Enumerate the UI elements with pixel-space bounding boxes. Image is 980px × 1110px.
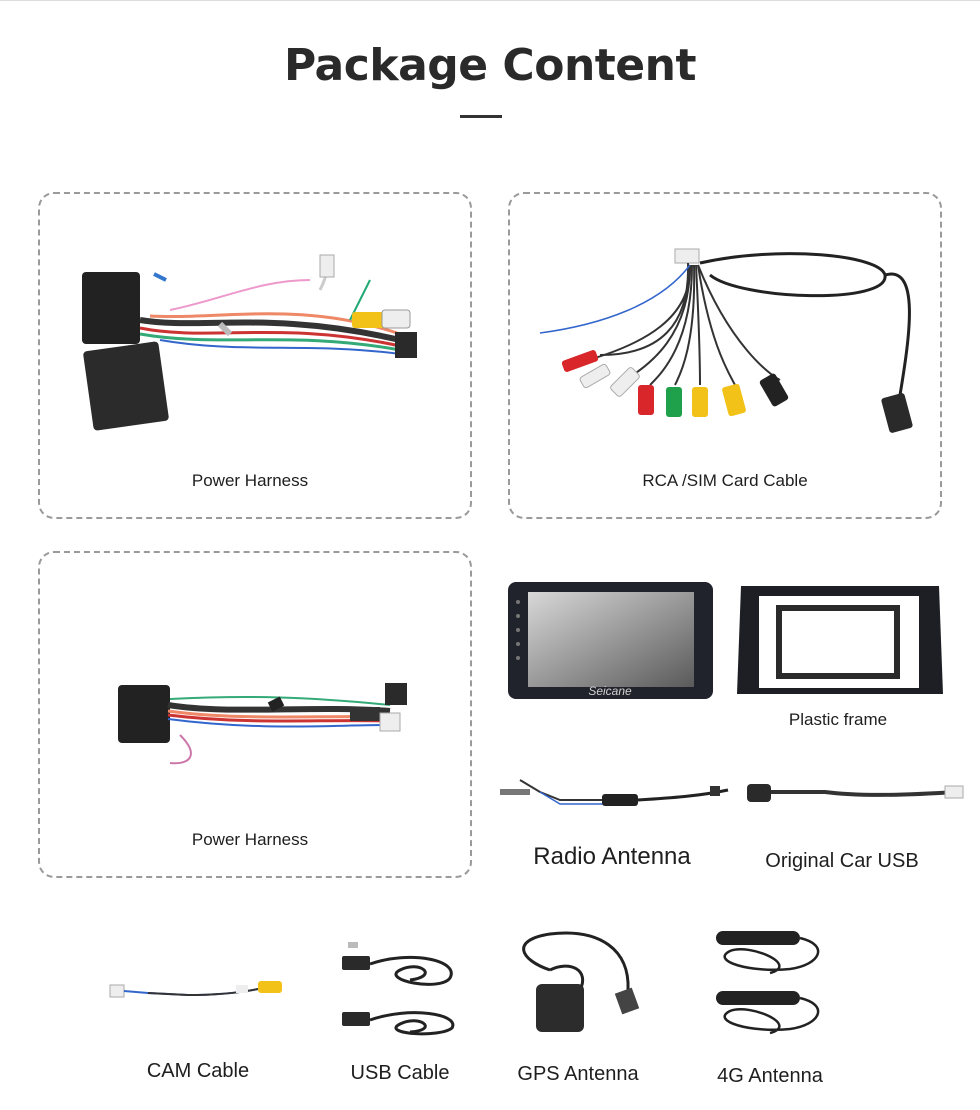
4g-antenna-label: 4G Antenna <box>717 1065 823 1087</box>
power-harness-2-label: Power Harness <box>191 830 309 849</box>
usb-cable-label: USB Cable <box>350 1062 450 1084</box>
4g-antenna-image <box>716 931 820 1035</box>
radio-antenna-label: Radio Antenna <box>533 843 691 870</box>
power-harness-1-label: Power Harness <box>191 471 309 490</box>
title-underline <box>460 115 502 118</box>
original-car-usb-label: Original Car USB <box>765 850 919 872</box>
rca-sim-cable-image <box>539 248 913 433</box>
radio-antenna-image <box>500 779 729 806</box>
top-divider <box>0 0 980 1</box>
cam-cable-label: CAM Cable <box>146 1060 250 1082</box>
head-unit-image <box>508 582 713 699</box>
page-title: Package Content <box>283 40 697 91</box>
original-car-usb-image <box>747 784 964 802</box>
plastic-frame-image <box>737 586 943 694</box>
gps-antenna-image <box>522 931 640 1032</box>
card-power-harness-1 <box>38 192 472 519</box>
card-rca-sim-cable <box>508 192 942 519</box>
plastic-frame-label: Plastic frame <box>788 710 888 729</box>
usb-cable-image <box>342 942 455 1036</box>
cam-cable-image <box>109 981 282 998</box>
power-harness-2-image <box>118 683 407 765</box>
card-power-harness-2 <box>38 551 472 878</box>
head-unit-brand: Seicane <box>588 684 632 698</box>
rca-sim-cable-label: RCA /SIM Card Cable <box>642 471 808 490</box>
gps-antenna-label: GPS Antenna <box>517 1063 639 1085</box>
power-harness-1-image <box>82 254 417 431</box>
